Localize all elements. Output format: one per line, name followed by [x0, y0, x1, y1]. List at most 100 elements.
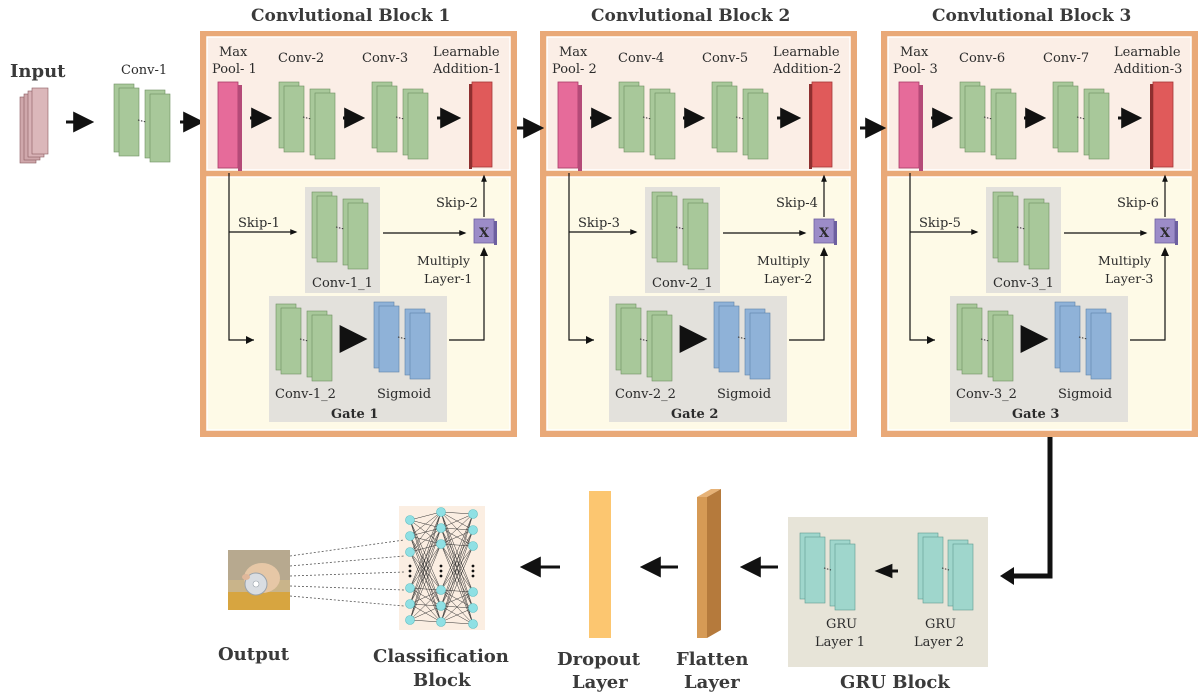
conv-gate-label: Conv-2_2 [615, 387, 676, 402]
skip-up-label: Skip-4 [776, 196, 818, 211]
conv-gate-stack [275, 303, 333, 382]
dropout-layer [589, 491, 611, 638]
multiply-symbol: X [1160, 226, 1171, 241]
add-label-b: Addition-3 [1113, 62, 1182, 77]
skip-top-label: Skip-5 [919, 216, 961, 231]
learnable-addition-layer [809, 81, 833, 169]
classification-label-b: Block [413, 670, 471, 691]
add-label-a: Learnable [433, 45, 500, 60]
pool-label-b: Pool- 3 [893, 62, 938, 77]
gru-layer2-stack [917, 532, 974, 611]
classification-label-a: Classification [373, 646, 509, 667]
conv-b-label: Conv-7 [1043, 51, 1089, 66]
multiply-label-b: Layer-1 [424, 271, 472, 286]
conv-gate-stack [956, 303, 1014, 382]
add-label-a: Learnable [1114, 45, 1181, 60]
multiply-label-a: Multiply [1098, 253, 1152, 268]
block-top-panel [206, 36, 511, 171]
sigmoid-stack [1054, 301, 1112, 380]
output-connectors [289, 539, 405, 607]
gru-layer2-label-b: Layer 2 [914, 635, 964, 650]
conv1-stack [113, 83, 171, 163]
pool-label-b: Pool- 1 [212, 62, 257, 77]
gru-layer1-label-b: Layer 1 [815, 635, 865, 650]
max-pool-layer [217, 81, 242, 171]
conv-a-label: Conv-2 [278, 51, 324, 66]
multiply-label-b: Layer-3 [1105, 271, 1153, 286]
conv-b-stack [371, 81, 429, 160]
max-pool-layer [898, 81, 923, 171]
flatten-layer [697, 489, 721, 638]
conv-gate-stack [615, 303, 673, 382]
multiply-symbol: X [819, 226, 830, 241]
add-label-b: Addition-2 [772, 62, 841, 77]
skip-top-label: Skip-3 [578, 216, 620, 231]
flatten-label-a: Flatten [676, 649, 748, 670]
skip-top-label: Skip-1 [238, 216, 280, 231]
sigmoid-stack [373, 301, 431, 380]
arrow-block3-gru [1005, 437, 1053, 579]
multiply-layer: X [473, 218, 497, 245]
skip-line [909, 173, 935, 341]
multiply-layer: X [1154, 218, 1178, 245]
gate-label: Gate 3 [1012, 407, 1059, 422]
sigmoid-label: Sigmoid [717, 387, 771, 402]
skip-line [228, 173, 254, 341]
sigmoid-label: Sigmoid [377, 387, 431, 402]
conv-b-stack [1052, 81, 1110, 160]
neural-network-graphic [405, 507, 478, 629]
conv-skip-label: Conv-1_1 [312, 276, 373, 291]
conv-b-label: Conv-3 [362, 51, 408, 66]
input-label: Input [10, 61, 66, 82]
skip-line [568, 173, 594, 341]
conv-b-stack [711, 81, 769, 160]
gate-label: Gate 1 [331, 407, 378, 422]
conv-a-stack [278, 81, 336, 160]
learnable-addition-layer [1150, 81, 1174, 169]
arrow-sigmoid-multiply [449, 252, 485, 341]
conv-skip-stack [992, 191, 1050, 270]
arrow-sigmoid-multiply [1130, 252, 1166, 341]
conv-skip-label: Conv-3_1 [993, 276, 1054, 291]
learnable-addition-layer [469, 81, 493, 169]
skip-up-label: Skip-2 [436, 196, 478, 211]
multiply-label-b: Layer-2 [764, 271, 812, 286]
block-top-panel [887, 36, 1192, 171]
pool-label-a: Max [219, 45, 248, 60]
multiply-label-a: Multiply [757, 253, 811, 268]
block-title: Convlutional Block 2 [591, 6, 790, 26]
conv-skip-label: Conv-2_1 [652, 276, 713, 291]
conv-a-stack [618, 81, 676, 160]
flatten-label-b: Layer [684, 672, 740, 693]
dropout-label-a: Dropout [557, 649, 641, 670]
output-label: Output [218, 644, 290, 665]
block-title: Convlutional Block 1 [251, 6, 450, 26]
sigmoid-stack [713, 301, 771, 380]
multiply-label-a: Multiply [417, 253, 471, 268]
pool-label-a: Max [559, 45, 588, 60]
max-pool-layer [557, 81, 582, 171]
pool-label-b: Pool- 2 [552, 62, 597, 77]
conv-a-stack [959, 81, 1017, 160]
input-stack [19, 87, 49, 164]
skip-up-label: Skip-6 [1117, 196, 1159, 211]
block-title: Convlutional Block 3 [932, 6, 1131, 26]
gru-layer1-label-a: GRU [826, 617, 857, 632]
output-image [228, 550, 290, 610]
conv-skip-stack [651, 191, 709, 270]
arrow-sigmoid-multiply [789, 252, 825, 341]
gru-block-title: GRU Block [840, 672, 950, 693]
conv-skip-stack [311, 191, 369, 270]
gru-layer2-label-a: GRU [925, 617, 956, 632]
gate-label: Gate 2 [671, 407, 718, 422]
conv-gate-label: Conv-1_2 [275, 387, 336, 402]
block-top-panel [546, 36, 851, 171]
add-label-b: Addition-1 [432, 62, 501, 77]
sigmoid-label: Sigmoid [1058, 387, 1112, 402]
pool-label-a: Max [900, 45, 929, 60]
conv-b-label: Conv-5 [702, 51, 748, 66]
multiply-layer: X [813, 218, 837, 245]
